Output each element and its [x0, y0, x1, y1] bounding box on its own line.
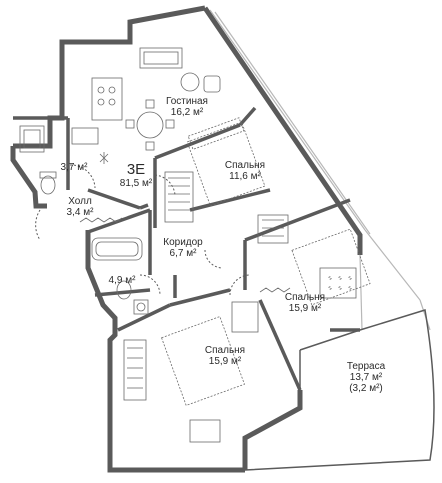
bedroom-3-furniture	[123, 301, 259, 443]
bathroom-top-furniture	[19, 125, 57, 195]
bedroom-2-area: 15,9 м²	[288, 303, 322, 314]
hall-label: Холл 3,4 м²	[62, 196, 98, 218]
hall-name: Холл	[68, 196, 92, 207]
corridor-label: Коридор 6,7 м²	[158, 237, 208, 259]
apartment-code: 3E	[126, 161, 146, 178]
terrace-area: 13,7 м²	[349, 372, 383, 383]
corridor-area: 6,7 м²	[169, 248, 197, 259]
bedroom-2-label: Спальня 15,9 м²	[278, 292, 332, 314]
apartment-total-area: 81,5 м²	[119, 178, 153, 189]
interior-walls	[13, 106, 360, 391]
terrace-outline	[244, 309, 435, 471]
bedroom-3-name: Спальня	[204, 345, 246, 356]
apartment-label: 3E 81,5 м²	[112, 161, 160, 190]
bedroom-3-label: Спальня 15,9 м²	[198, 345, 252, 367]
exterior-walls	[10, 5, 363, 473]
corridor-name: Коридор	[163, 237, 203, 248]
window-lines	[209, 9, 431, 331]
bedroom-1-area: 11,6 м²	[229, 171, 261, 182]
terrace-name: Терраса	[346, 361, 386, 372]
terrace-label: Терраса 13,7 м² (3,2 м²)	[338, 361, 394, 394]
living-room-furniture	[71, 47, 221, 164]
living-room-label: Гостиная 16,2 м²	[160, 96, 214, 118]
bedroom-2-furniture	[257, 214, 371, 306]
bedroom-1-name: Спальня	[224, 160, 266, 171]
bathroom-top-area: 3,7 м²	[60, 162, 88, 173]
bedroom-1-furniture	[164, 117, 266, 223]
doors	[35, 164, 251, 296]
bedroom-2-name: Спальня	[284, 292, 326, 303]
bathroom-mid-label: 4,9 м²	[102, 275, 142, 286]
hall-area: 3,4 м²	[66, 207, 94, 218]
living-room-name: Гостиная	[166, 96, 208, 107]
bathroom-mid-furniture	[91, 237, 149, 315]
bedroom-1-label: Спальня 11,6 м²	[218, 160, 272, 182]
bedroom-3-area: 15,9 м²	[208, 356, 242, 367]
living-room-area: 16,2 м²	[170, 107, 204, 118]
terrace-reduced-area: (3,2 м²)	[349, 383, 383, 394]
bathroom-top-label: 3,7 м²	[54, 162, 94, 173]
bathroom-mid-area: 4,9 м²	[108, 275, 136, 286]
closet-hatching	[79, 217, 291, 293]
